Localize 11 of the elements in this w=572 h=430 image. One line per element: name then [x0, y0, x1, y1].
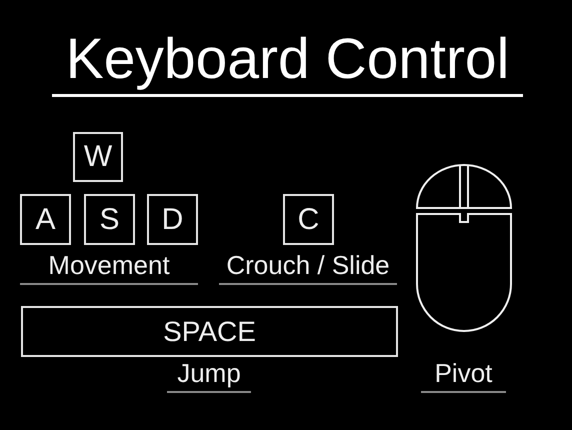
action-caption: Movement	[20, 250, 198, 285]
title: Keyboard Control	[52, 26, 523, 97]
action-caption: Jump	[167, 358, 251, 393]
space-bar-key: SPACE	[21, 306, 398, 357]
keyboard-key: A	[20, 194, 71, 245]
keyboard-key: C	[283, 194, 334, 245]
action-caption: Crouch / Slide	[219, 250, 397, 285]
keyboard-key: D	[147, 194, 198, 245]
keyboard-key: S	[84, 194, 135, 245]
keyboard-key: W	[73, 132, 123, 182]
action-caption: Pivot	[421, 358, 506, 393]
